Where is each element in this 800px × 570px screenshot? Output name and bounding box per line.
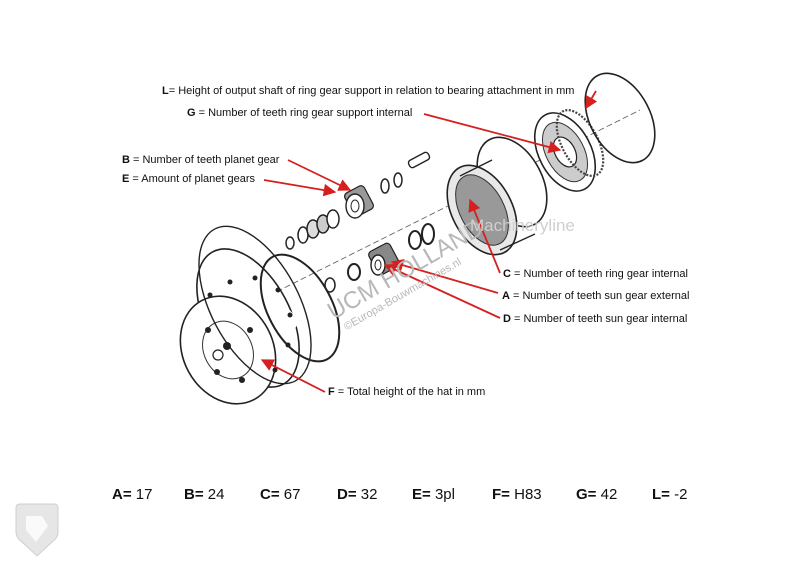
value-e-key: E= xyxy=(412,486,431,503)
large-o-ring xyxy=(259,253,341,363)
label-D-key: D xyxy=(503,313,511,325)
upper-washer-1 xyxy=(380,178,390,194)
label-G-text: = Number of teeth ring gear support inte… xyxy=(195,107,413,119)
value-b-key: B= xyxy=(184,486,204,503)
label-F-key: F xyxy=(328,386,335,398)
label-A: A = Number of teeth sun gear external xyxy=(502,290,689,302)
ring-gear xyxy=(446,136,560,256)
label-C-key: C xyxy=(503,268,511,280)
ring-gear-support xyxy=(533,109,605,192)
label-L-text: = Height of output shaft of ring gear su… xyxy=(168,85,575,97)
label-F-text: = Total height of the hat in mm xyxy=(334,386,486,398)
label-L-key: L xyxy=(162,85,169,97)
value-f-key: F= xyxy=(492,486,510,503)
arrow-L xyxy=(585,90,598,110)
planet-gear xyxy=(343,185,375,219)
value-b-number: 24 xyxy=(207,486,225,503)
label-G: G = Number of teeth ring gear support in… xyxy=(187,107,412,119)
pointer-arrows xyxy=(260,90,598,393)
watermark-tag: Machineryline xyxy=(470,216,575,235)
small-washer-1 xyxy=(285,236,295,250)
label-B: B = Number of teeth planet gear xyxy=(122,154,279,166)
value-e-number: 3pl xyxy=(434,486,455,503)
arrow-D xyxy=(383,264,501,319)
value-c-number: 67 xyxy=(283,486,301,503)
value-l: L= -2 xyxy=(652,486,687,503)
value-d-number: 32 xyxy=(360,486,378,503)
needle-bearing-stack xyxy=(297,209,340,244)
arrow-B xyxy=(287,159,352,191)
label-G-key: G xyxy=(187,107,196,119)
value-c-key: C= xyxy=(260,486,280,503)
label-B-key: B xyxy=(122,154,130,166)
value-a-key: A= xyxy=(112,486,132,503)
arrow-A xyxy=(390,259,499,294)
value-f: F= H83 xyxy=(492,486,542,503)
value-b: B= 24 xyxy=(184,486,224,503)
value-d: D= 32 xyxy=(337,486,377,503)
label-E-key: E xyxy=(122,173,130,185)
label-A-text: = Number of teeth sun gear external xyxy=(509,290,690,302)
label-E-text: = Amount of planet gears xyxy=(129,173,256,185)
washer-3 xyxy=(347,263,361,281)
value-a-number: 17 xyxy=(135,486,153,503)
washer-2 xyxy=(324,277,336,293)
label-C: C = Number of teeth ring gear internal xyxy=(503,268,688,280)
planet-pin xyxy=(407,151,431,169)
hat-housing xyxy=(179,225,312,405)
label-C-text: = Number of teeth ring gear internal xyxy=(510,268,688,280)
values-row: A= 17 B= 24 C= 67 D= 32 E= 3pl F= H83 G=… xyxy=(112,486,712,510)
label-B-text: = Number of teeth planet gear xyxy=(129,154,280,166)
value-g: G= 42 xyxy=(576,486,617,503)
arrow-C xyxy=(468,198,501,274)
sun-washer-1 xyxy=(408,230,422,250)
label-D: D = Number of teeth sun gear internal xyxy=(503,313,687,325)
label-D-text: = Number of teeth sun gear internal xyxy=(510,313,688,325)
arrow-E xyxy=(263,179,337,197)
value-l-number: -2 xyxy=(674,486,688,503)
arrow-G xyxy=(423,113,562,154)
label-L: L= Height of output shaft of ring gear s… xyxy=(162,85,574,97)
corner-logo-icon xyxy=(15,503,59,557)
value-g-key: G= xyxy=(576,486,597,503)
arrow-F xyxy=(260,359,326,393)
label-E: E = Amount of planet gears xyxy=(122,173,255,185)
sun-washer-2 xyxy=(421,223,435,245)
label-F: F = Total height of the hat in mm xyxy=(328,386,485,398)
upper-washer-2 xyxy=(393,172,403,188)
value-f-number: H83 xyxy=(514,486,542,503)
value-g-number: 42 xyxy=(600,486,618,503)
value-d-key: D= xyxy=(337,486,357,503)
label-A-key: A xyxy=(502,290,510,302)
end-o-ring xyxy=(584,72,656,164)
value-c: C= 67 xyxy=(260,486,300,503)
value-e: E= 3pl xyxy=(412,486,455,503)
value-a: A= 17 xyxy=(112,486,152,503)
value-l-key: L= xyxy=(652,486,670,503)
